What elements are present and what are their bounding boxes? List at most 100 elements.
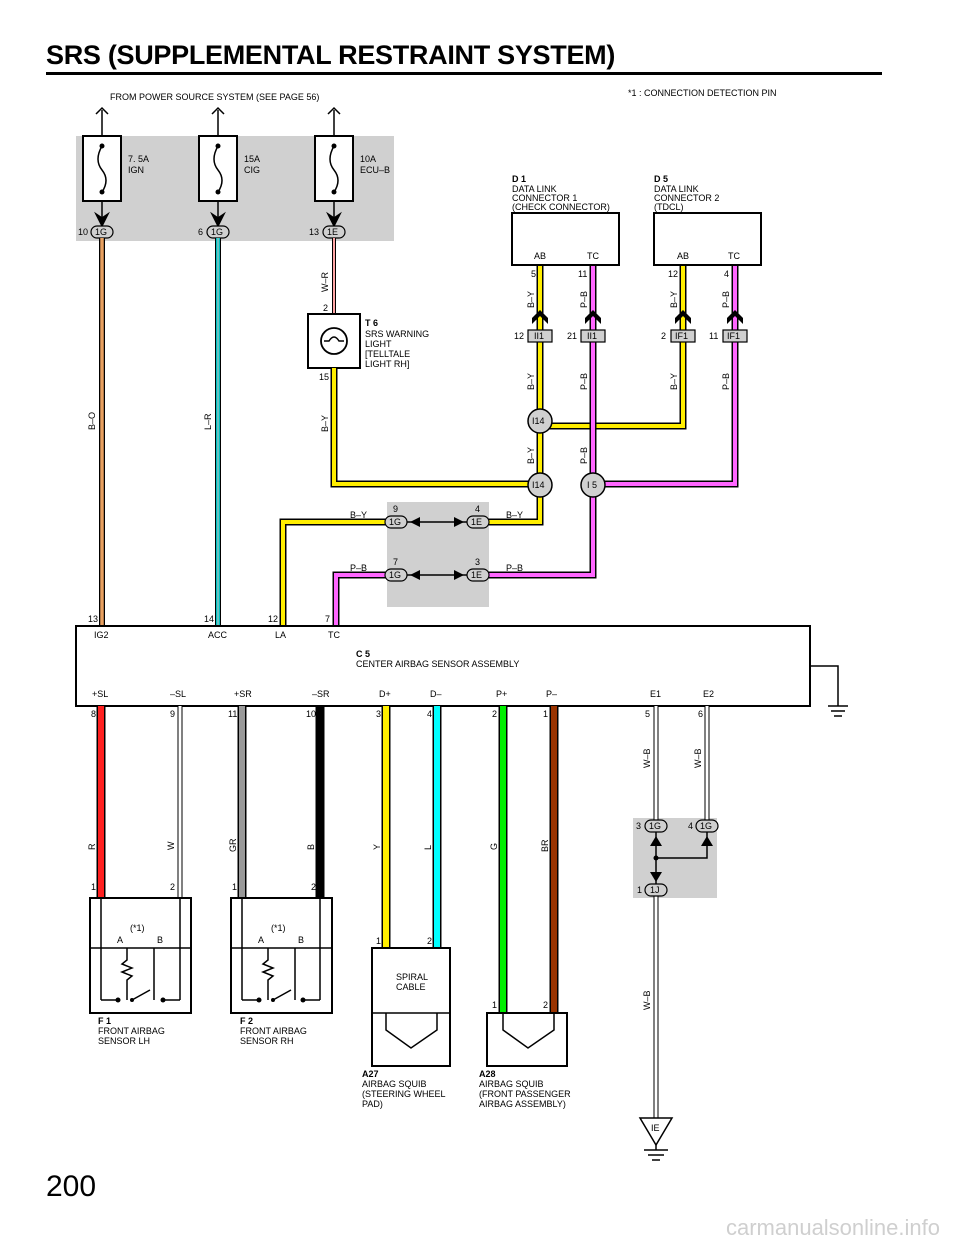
t6-line-1: SRS WARNING bbox=[365, 329, 429, 339]
f1-pin-a: A bbox=[117, 935, 123, 945]
wire-label-br: BR bbox=[540, 839, 550, 852]
a28-line-1: AIRBAG SQUIB bbox=[479, 1079, 544, 1089]
title-rule bbox=[46, 72, 882, 75]
wire-label-w-b-1: W–B bbox=[642, 748, 652, 768]
c5-top-name-tc: TC bbox=[328, 630, 340, 640]
f2-pin-1: 1 bbox=[232, 882, 237, 892]
junc-pin-3: 3 bbox=[475, 557, 480, 567]
svg-text:E1: E1 bbox=[650, 689, 661, 699]
fuse-ecub-rating: 10A bbox=[360, 154, 376, 164]
page-title: SRS (SUPPLEMENTAL RESTRAINT SYSTEM) bbox=[46, 40, 616, 70]
wire-label-w: W bbox=[166, 841, 176, 850]
svg-text:P–: P– bbox=[546, 689, 557, 699]
d5-line-3: (TDCL) bbox=[654, 202, 684, 212]
gconn-1g-3: 1G bbox=[649, 821, 661, 831]
svg-text:6: 6 bbox=[698, 709, 703, 719]
svg-text:1E: 1E bbox=[327, 227, 338, 237]
ground-connectors bbox=[644, 819, 719, 897]
wire-b-y-network bbox=[279, 265, 687, 625]
d5-line-1: DATA LINK bbox=[654, 184, 699, 194]
t6-id: T 6 bbox=[365, 318, 378, 328]
fuse-out-arrows bbox=[94, 201, 342, 228]
wire-label-b-y-6: B–Y bbox=[350, 510, 367, 520]
a28-line-2: (FRONT PASSENGER bbox=[479, 1089, 571, 1099]
f2-note: (*1) bbox=[271, 923, 286, 933]
svg-text:E2: E2 bbox=[703, 689, 714, 699]
junc-pin-4: 4 bbox=[475, 504, 480, 514]
source-arrows bbox=[95, 106, 341, 136]
svg-text:10: 10 bbox=[78, 227, 88, 237]
f2-line-2: SENSOR RH bbox=[240, 1036, 294, 1046]
conn-1g-6: 1G 6 bbox=[198, 225, 230, 239]
fuse-ign-name: IGN bbox=[128, 165, 144, 175]
svg-text:D–: D– bbox=[430, 689, 442, 699]
svg-text:6: 6 bbox=[198, 227, 203, 237]
f2-pin-2: 2 bbox=[311, 882, 316, 892]
d1-pin-5: 5 bbox=[531, 269, 536, 279]
c5-id: C 5 bbox=[356, 649, 370, 659]
wire-label-b-y-4: B–Y bbox=[669, 373, 679, 390]
junc-pin-7: 7 bbox=[393, 557, 398, 567]
wire-label-l: L bbox=[423, 845, 433, 850]
fuse-ecub bbox=[314, 135, 354, 202]
wire-label-b-y-5: B–Y bbox=[526, 447, 536, 464]
d1-line-1: DATA LINK bbox=[512, 184, 557, 194]
wire-label-p-b-4: P–B bbox=[721, 373, 731, 390]
c5-top-name-acc: ACC bbox=[208, 630, 228, 640]
c5-bottom-pin-names: +SL –SL +SR –SR D+ D– P+ P– E1 E2 bbox=[92, 689, 714, 699]
f2-line-1: FRONT AIRBAG bbox=[240, 1026, 307, 1036]
c5-top-name-la: LA bbox=[275, 630, 286, 640]
svg-text:4: 4 bbox=[427, 709, 432, 719]
c5-top-pin-14: 14 bbox=[204, 614, 214, 624]
gconn-1j: 1J bbox=[650, 885, 660, 895]
i14-splice-b: I14 bbox=[527, 472, 553, 498]
d1-connector bbox=[511, 212, 620, 266]
ground-wires bbox=[650, 706, 713, 1118]
wire-label-w-b-3: W–B bbox=[642, 990, 652, 1010]
wire-label-l-r: L–R bbox=[203, 413, 213, 430]
svg-text:–SR: –SR bbox=[312, 689, 330, 699]
d1-id: D 1 bbox=[512, 174, 526, 184]
fuse-ecub-name: ECU–B bbox=[360, 165, 390, 175]
t6-warning-light bbox=[307, 313, 361, 369]
svg-text:11: 11 bbox=[228, 709, 237, 719]
ground-ie bbox=[638, 1117, 674, 1161]
d5-line-2: CONNECTOR 2 bbox=[654, 193, 719, 203]
f2-pin-a: A bbox=[258, 935, 264, 945]
spiral-line-2: CABLE bbox=[396, 982, 426, 992]
a28-pin-1: 1 bbox=[492, 1000, 497, 1010]
c5-body-ground bbox=[810, 665, 848, 717]
a28-line-3: AIRBAG ASSEMBLY) bbox=[479, 1099, 566, 1109]
f2-id: F 2 bbox=[240, 1016, 253, 1026]
wire-label-b-y-1: B–Y bbox=[526, 291, 536, 308]
spiral-pin-1: 1 bbox=[376, 936, 381, 946]
ii1-pin-12: 12 bbox=[514, 331, 524, 341]
f2-pin-b: B bbox=[298, 935, 304, 945]
fuse-cig-rating: 15A bbox=[244, 154, 260, 164]
t6-pin-bottom: 15 bbox=[319, 372, 329, 382]
f2-sensor bbox=[230, 897, 333, 1014]
ground-ie-label: IE bbox=[651, 1123, 660, 1133]
d5-pin-ab: AB bbox=[677, 251, 689, 261]
svg-text:8: 8 bbox=[91, 709, 96, 719]
gconn-pin-3: 3 bbox=[636, 821, 641, 831]
a28-id: A28 bbox=[479, 1069, 496, 1079]
i14-splice-a: I14 bbox=[527, 408, 553, 434]
ii1-label-b: II1 bbox=[587, 331, 597, 341]
t6-line-4: LIGHT RH] bbox=[365, 359, 409, 369]
c5-top-pin-12: 12 bbox=[268, 614, 278, 624]
f1-pin-2: 2 bbox=[170, 882, 175, 892]
wire-label-g: G bbox=[489, 843, 499, 850]
t6-pin-top: 2 bbox=[323, 303, 328, 313]
svg-text:D+: D+ bbox=[379, 689, 391, 699]
svg-text:10: 10 bbox=[306, 709, 316, 719]
c5-top-pin-7: 7 bbox=[325, 614, 330, 624]
source-note: FROM POWER SOURCE SYSTEM (SEE PAGE 56) bbox=[110, 92, 319, 102]
f1-line-1: FRONT AIRBAG bbox=[98, 1026, 165, 1036]
wire-label-p-b-2: P–B bbox=[721, 291, 731, 308]
wire-p-b-network bbox=[332, 265, 739, 625]
d1-line-3: (CHECK CONNECTOR) bbox=[512, 202, 610, 212]
gconn-pin-4: 4 bbox=[688, 821, 693, 831]
lower-wires bbox=[96, 706, 559, 1013]
conn-1g-10: 1G 10 bbox=[78, 225, 114, 239]
